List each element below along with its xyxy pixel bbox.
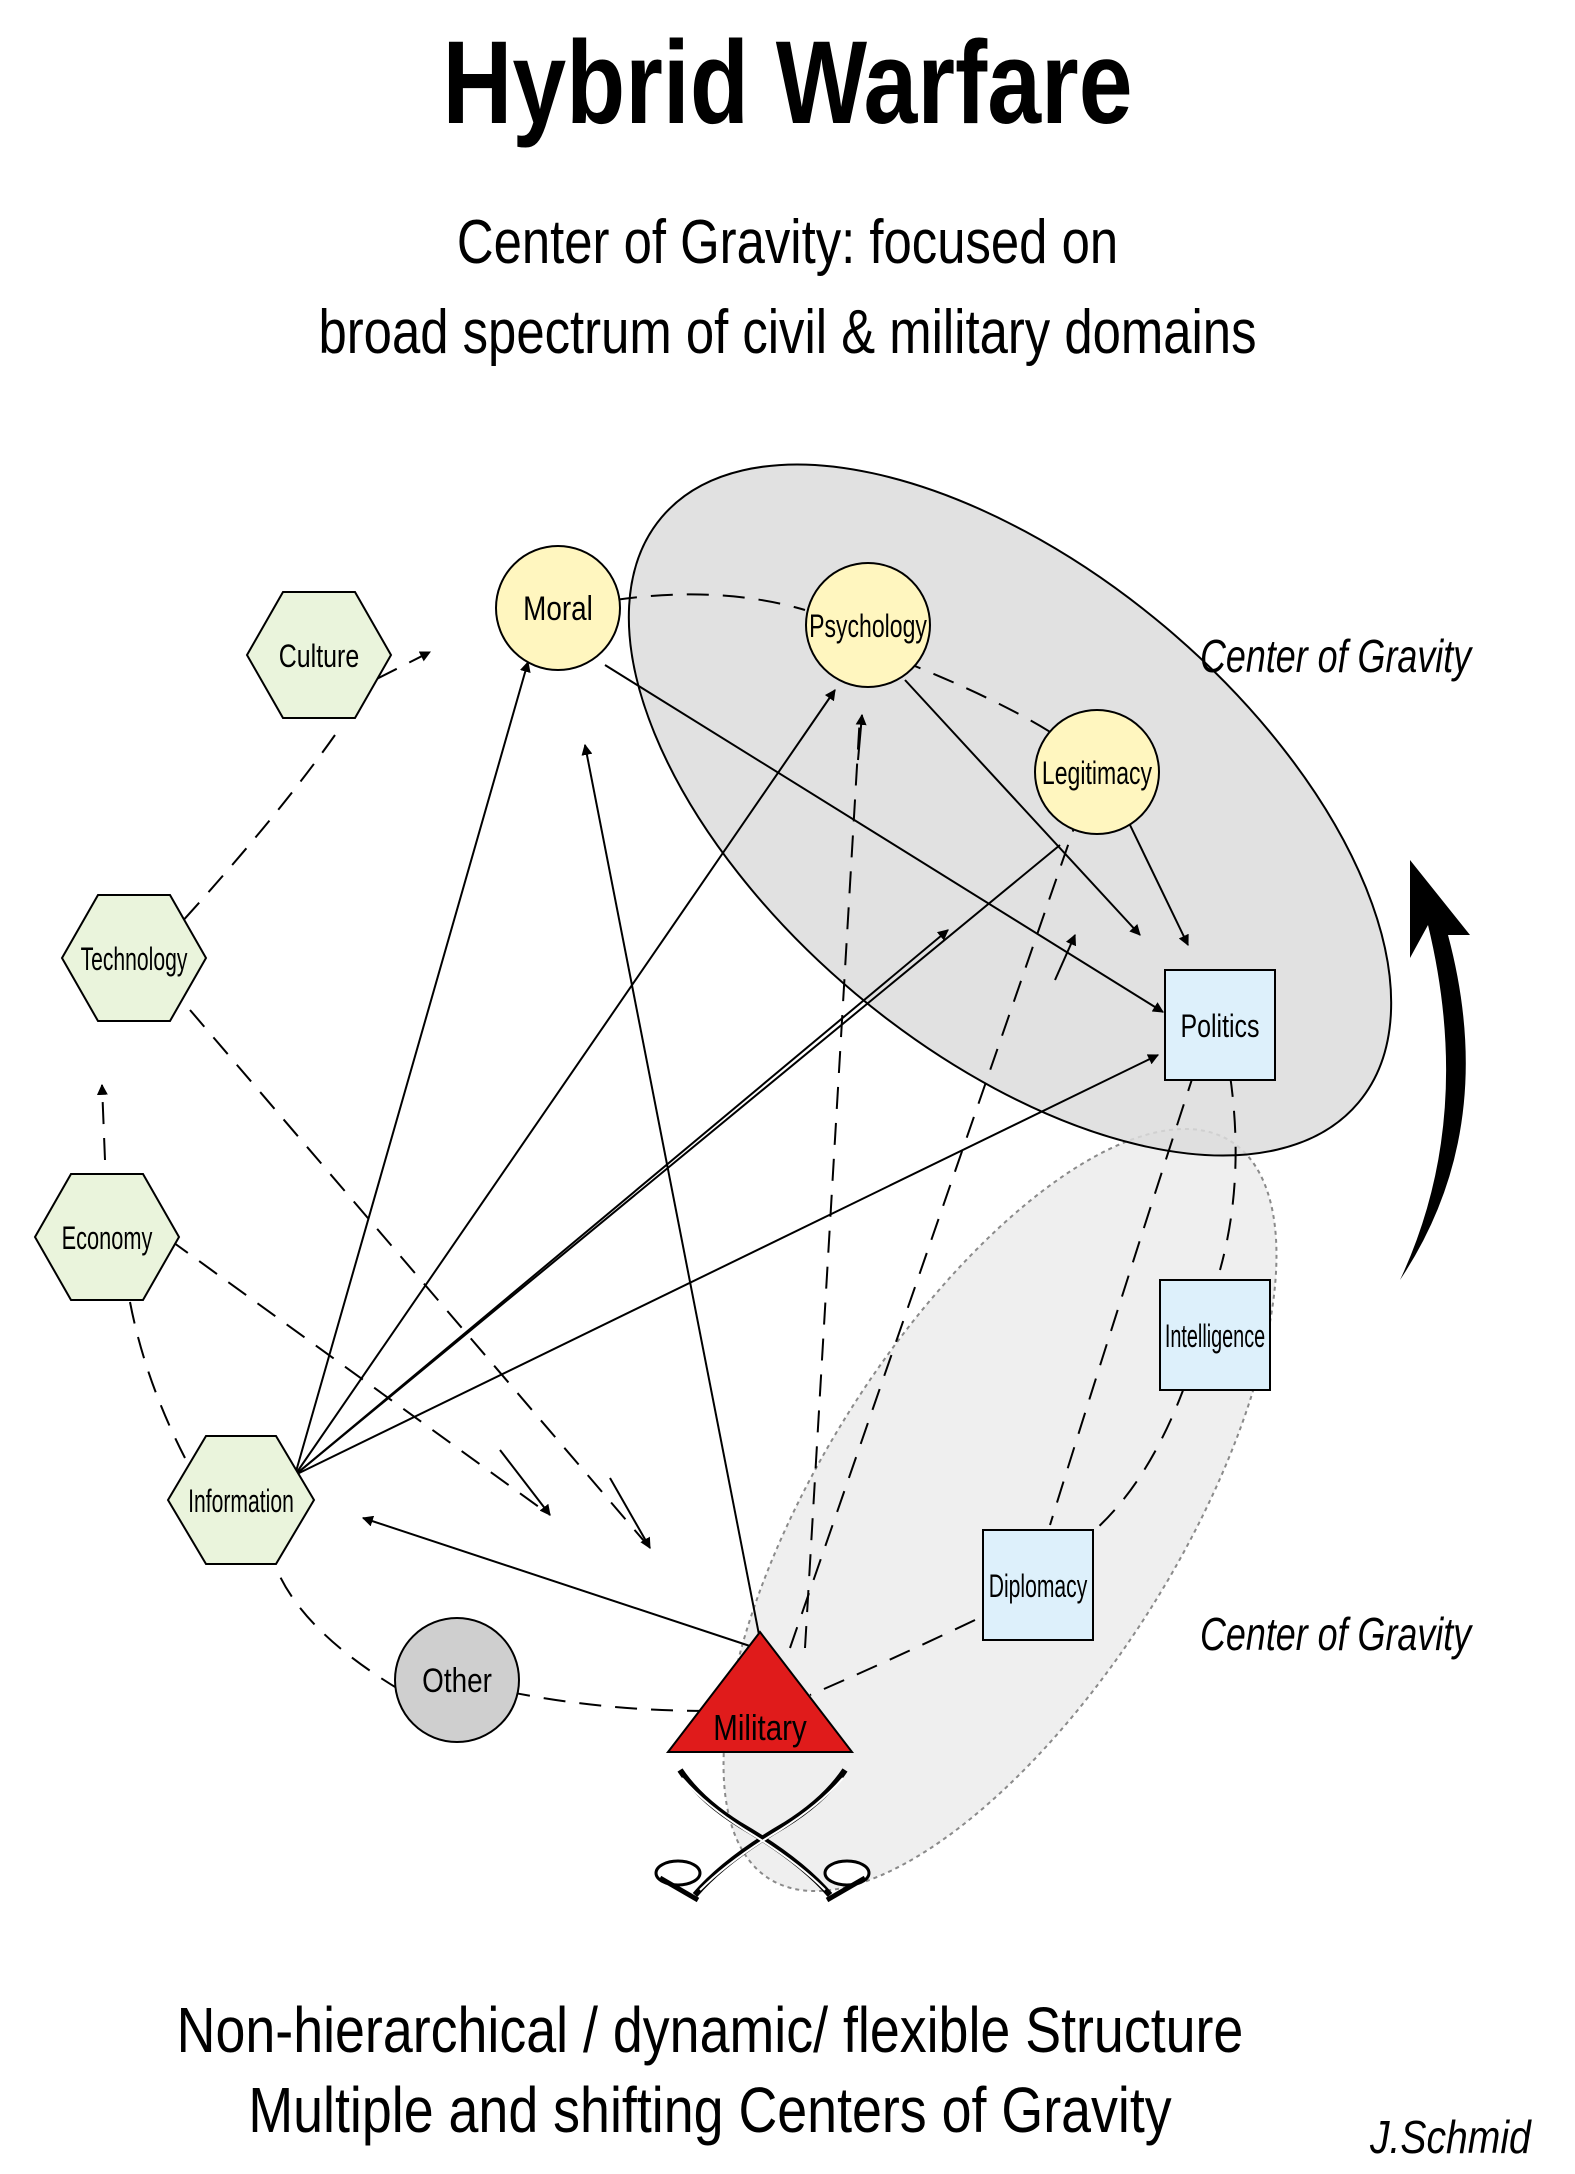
- node-technology-label: Technology: [81, 940, 188, 977]
- node-information-label: Information: [188, 1482, 294, 1519]
- cog-upper-region: [627, 463, 1393, 1157]
- node-information: Information: [166, 1435, 316, 1565]
- dashed-arrows: [96, 651, 1077, 1549]
- diagram-footer: Non-hierarchical / dynamic/ flexible Str…: [114, 1990, 1307, 2150]
- cog-lower-region: [722, 1127, 1278, 1893]
- curved-arrow-icon: [1400, 860, 1470, 1280]
- cog-label-lower: Center of Gravity: [1200, 1609, 1473, 1660]
- dashed-connections: [129, 593, 1237, 1712]
- node-diplomacy-label: Diplomacy: [989, 1567, 1088, 1604]
- node-intelligence: Intelligence: [1159, 1279, 1271, 1391]
- node-military: Military: [665, 1630, 855, 1753]
- node-politics-label: Politics: [1180, 1009, 1259, 1045]
- subtitle-line-1: Center of Gravity: focused on: [456, 208, 1119, 277]
- diagram-subtitle: Center of Gravity: focused on broad spec…: [142, 198, 1434, 378]
- node-psychology: Psychology: [805, 562, 931, 688]
- node-military-label: Military: [713, 1707, 807, 1747]
- node-economy-label: Economy: [62, 1220, 153, 1256]
- node-moral-label: Moral: [523, 589, 593, 627]
- footer-line-2: Multiple and shifting Centers of Gravity: [248, 2074, 1172, 2146]
- node-legitimacy-label: Legitimacy: [1042, 755, 1152, 791]
- node-moral: Moral: [495, 545, 621, 671]
- node-diplomacy: Diplomacy: [982, 1529, 1094, 1641]
- node-culture: Culture: [245, 591, 393, 719]
- node-other-label: Other: [422, 1661, 492, 1699]
- node-economy: Economy: [33, 1173, 181, 1301]
- node-legitimacy: Legitimacy: [1034, 709, 1160, 835]
- author-credit: J.Schmid: [1370, 2111, 1531, 2163]
- diagram-title: Hybrid Warfare: [442, 17, 1133, 149]
- node-other: Other: [394, 1617, 520, 1743]
- node-culture-label: Culture: [279, 639, 359, 675]
- node-technology: Technology: [60, 894, 208, 1022]
- footer-line-1: Non-hierarchical / dynamic/ flexible Str…: [176, 1994, 1244, 2066]
- node-politics: Politics: [1164, 969, 1276, 1081]
- solid-connections: [294, 660, 1189, 1651]
- node-psychology-label: Psychology: [809, 608, 927, 644]
- subtitle-line-2: broad spectrum of civil & military domai…: [318, 298, 1257, 367]
- crossed-sabres-icon: [654, 1768, 871, 1903]
- node-intelligence-label: Intelligence: [1165, 1318, 1265, 1354]
- cog-label-upper: Center of Gravity: [1200, 631, 1473, 682]
